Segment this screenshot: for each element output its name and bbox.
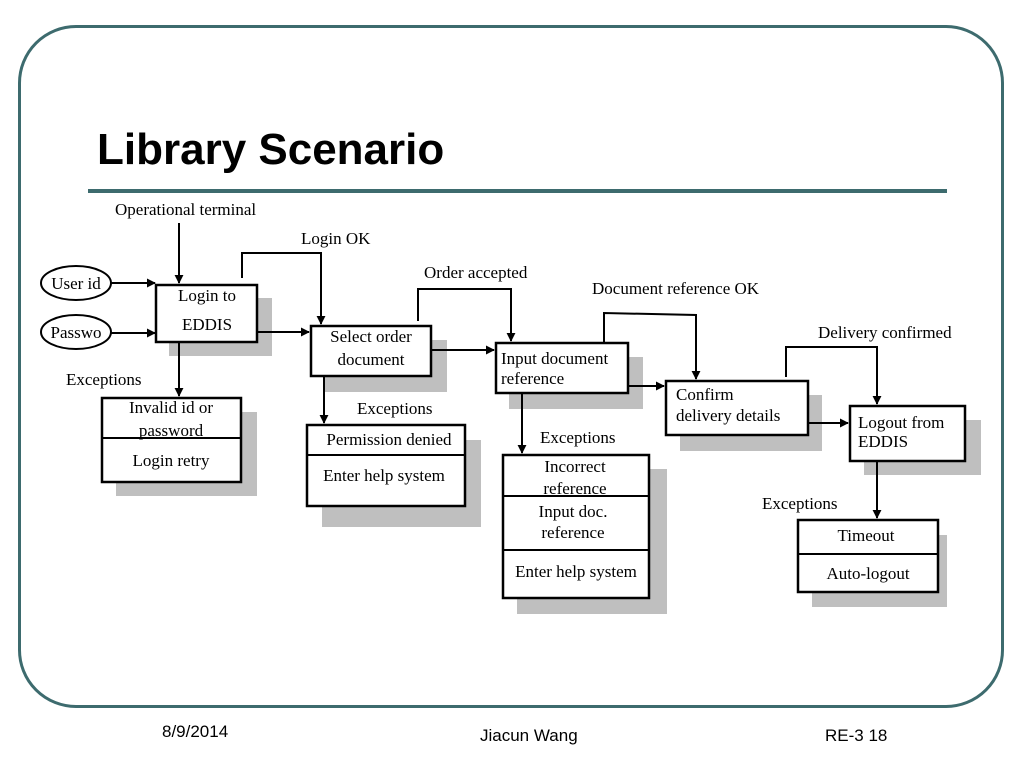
login-exceptions-label: Exceptions	[66, 370, 142, 389]
input-exception-inputdoc-line1: Input doc.	[539, 502, 608, 521]
select-exception-permission: Permission denied	[326, 430, 452, 449]
select-box-line2: document	[337, 350, 404, 369]
input-exception-incorrect-line2: reference	[543, 479, 606, 498]
select-exceptions-box	[305, 423, 467, 508]
login-ok-connector	[241, 252, 326, 325]
input-exception-incorrect-line1: Incorrect	[544, 457, 606, 476]
docref-ok-label: Document reference OK	[592, 279, 760, 298]
password-label: Passwo	[50, 323, 101, 342]
delivery-confirmed-label: Delivery confirmed	[818, 323, 952, 342]
login-exception-retry: Login retry	[133, 451, 210, 470]
input-box-line2: reference	[501, 369, 564, 388]
select-exception-help: Enter help system	[323, 466, 445, 485]
input-exception-inputdoc-line2: reference	[541, 523, 604, 542]
input-exception-help: Enter help system	[515, 562, 637, 581]
logout-exception-timeout: Timeout	[837, 526, 894, 545]
login-box-line1: Login to	[178, 286, 236, 305]
select-order-box	[309, 324, 433, 378]
order-accepted-connector	[417, 288, 516, 342]
login-box-line2: EDDIS	[182, 315, 232, 334]
exception-dividers	[102, 437, 938, 555]
terminal-label: Operational terminal	[115, 200, 256, 219]
logout-exceptions-box	[796, 518, 940, 594]
input-exceptions-box	[501, 453, 651, 600]
confirm-box-line1: Confirm	[676, 385, 734, 404]
user-id-label: User id	[51, 274, 101, 293]
footer-date: 8/9/2014	[162, 722, 229, 741]
login-box	[154, 283, 259, 344]
slide-title: Library Scenario	[97, 125, 445, 174]
footer-author: Jiacun Wang	[480, 726, 578, 745]
select-exceptions-label: Exceptions	[357, 399, 433, 418]
logout-exceptions-label: Exceptions	[762, 494, 838, 513]
confirm-box-line2: delivery details	[676, 406, 780, 425]
input-docref-box	[494, 341, 630, 395]
delivery-confirmed-connector	[785, 346, 882, 405]
logout-exception-autologout: Auto-logout	[826, 564, 909, 583]
login-exception-invalid-line1: Invalid id or	[129, 398, 213, 417]
input-exceptions-label: Exceptions	[540, 428, 616, 447]
logout-box-line1: Logout from	[858, 413, 944, 432]
login-exceptions-box	[100, 396, 243, 484]
docref-ok-connector	[603, 311, 701, 380]
select-box-line1: Select order	[330, 327, 412, 346]
logout-box-line2: EDDIS	[858, 432, 908, 451]
input-box-line1: Input document	[501, 349, 608, 368]
footer-page-number: RE-3 18	[825, 726, 888, 745]
order-accepted-label: Order accepted	[424, 263, 528, 282]
login-exception-invalid-line2: password	[139, 421, 204, 440]
slide-frame	[18, 25, 1004, 708]
title-rule	[88, 189, 947, 193]
logout-box	[848, 404, 967, 463]
confirm-delivery-box	[664, 379, 810, 437]
login-ok-label: Login OK	[301, 229, 371, 248]
